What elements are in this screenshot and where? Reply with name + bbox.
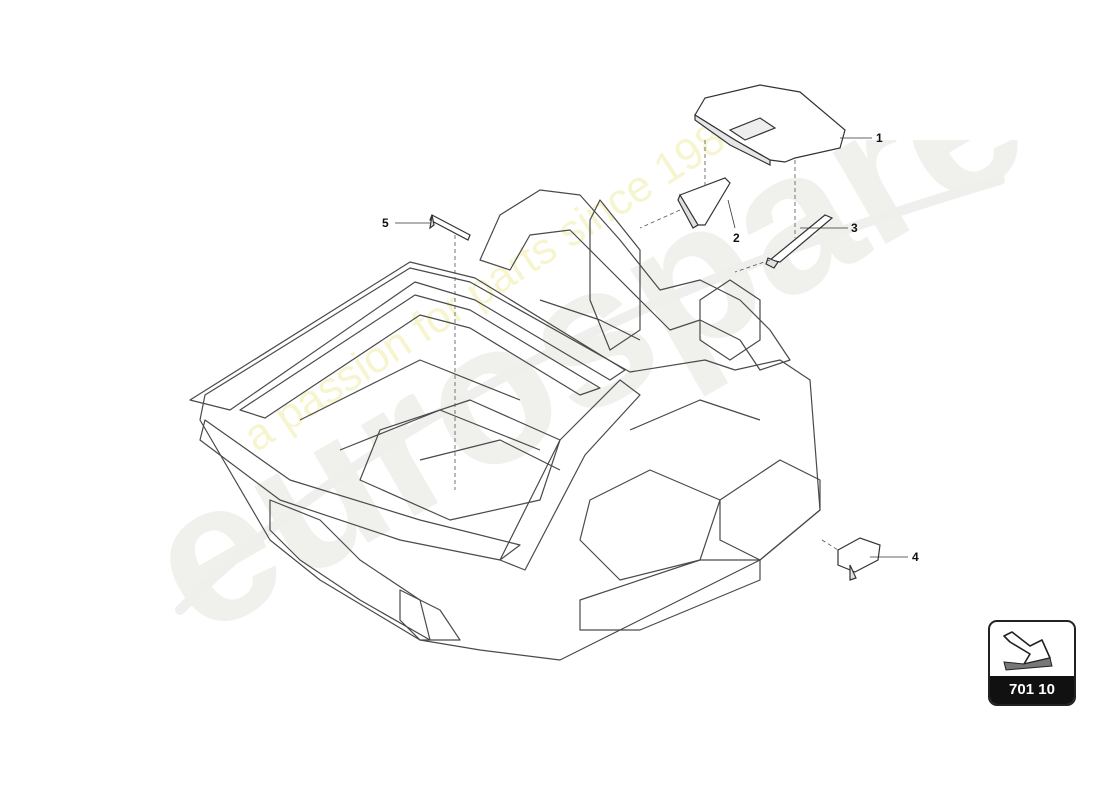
chassis-body: [199, 267, 821, 661]
a-pillar: [499, 379, 641, 571]
part-1-cover-panel: [694, 84, 846, 166]
part-3-strip: [765, 214, 834, 269]
callout-1: 1: [876, 131, 883, 145]
arrow-pointer-icon: [1003, 631, 1053, 671]
reference-number: 701 10: [990, 676, 1074, 704]
callout-2: 2: [733, 231, 740, 245]
reference-box: 701 10: [988, 620, 1076, 706]
callout-5: 5: [382, 216, 389, 230]
part-5-clip: [429, 214, 471, 241]
roll-hoop: [479, 189, 791, 371]
side-sill: [719, 459, 821, 561]
floor-pan: [359, 399, 561, 521]
leader-lines: [395, 137, 908, 558]
front-frame: [189, 261, 626, 411]
callout-4: 4: [912, 550, 919, 564]
callout-3: 3: [851, 221, 858, 235]
assembly-dash-lines: [454, 140, 839, 551]
part-4-mount: [837, 537, 881, 581]
part-2-bracket: [677, 177, 731, 229]
